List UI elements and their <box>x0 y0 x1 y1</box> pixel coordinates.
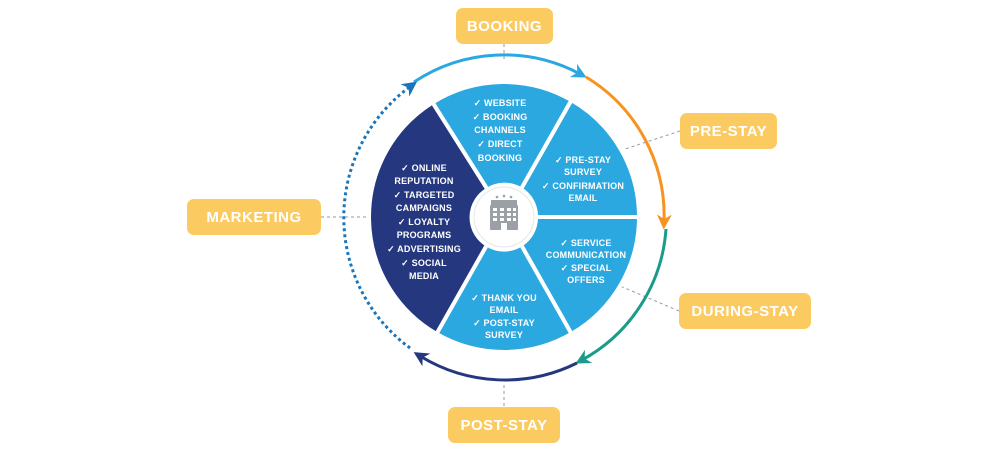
marketing-item-7: ✓ ADVERTISING <box>387 244 461 254</box>
during-item-1: ✓ SERVICE <box>560 238 611 248</box>
marketing-item-1: ✓ ONLINE <box>401 163 447 173</box>
segment-booking <box>429 80 575 193</box>
post-item-1: ✓ THANK YOU <box>471 293 537 303</box>
arrow-during <box>575 228 668 364</box>
segment-prestay <box>518 97 642 219</box>
booking-item-2: ✓ BOOKING <box>473 112 528 122</box>
prestay-item-4: EMAIL <box>569 193 598 203</box>
marketing-item-4: CAMPAIGNS <box>396 203 452 213</box>
booking-item-1: ✓ WEBSITE <box>474 98 527 108</box>
marketing-items: ✓ ONLINE REPUTATION ✓ TARGETED CAMPAIGNS… <box>387 163 461 281</box>
segment-during <box>518 215 642 337</box>
leader-during <box>619 285 680 312</box>
booking-item-4: ✓ DIRECT <box>477 139 522 149</box>
during-item-3: ✓ SPECIAL <box>561 263 612 273</box>
arrow-prestay <box>585 75 672 230</box>
prestay-item-1: ✓ PRE-STAY <box>555 155 611 165</box>
post-item-3: ✓ POST-STAY <box>473 318 535 328</box>
segment-post <box>433 241 575 354</box>
arrow-booking <box>413 53 587 84</box>
segment-marketing <box>367 99 491 337</box>
during-item-2: COMMUNICATION <box>546 250 626 260</box>
stage-label-prestay: PRE-STAY <box>680 113 777 149</box>
arrow-marketing <box>342 81 418 350</box>
during-items: ✓ SERVICE COMMUNICATION ✓ SPECIAL OFFERS <box>546 238 626 285</box>
post-items: ✓ THANK YOU EMAIL ✓ POST-STAY SURVEY <box>471 293 537 340</box>
stage-label-marketing: MARKETING <box>187 199 321 235</box>
stage-label-post-stay: POST-STAY <box>448 407 560 443</box>
marketing-item-3: ✓ TARGETED <box>394 190 455 200</box>
marketing-item-8: ✓ SOCIAL <box>401 258 447 268</box>
booking-item-3: CHANNELS <box>474 125 526 135</box>
prestay-item-3: ✓ CONFIRMATION <box>542 181 624 191</box>
marketing-item-5: ✓ LOYALTY <box>398 217 450 227</box>
booking-item-5: BOOKING <box>478 153 522 163</box>
hotel-building-icon <box>490 194 518 230</box>
marketing-item-9: MEDIA <box>409 271 439 281</box>
stage-label-during-stay: DURING-STAY <box>679 293 811 329</box>
leader-lines <box>321 44 681 407</box>
leader-prestay <box>621 130 681 151</box>
prestay-items: ✓ PRE-STAY SURVEY ✓ CONFIRMATION EMAIL <box>542 155 624 203</box>
stage-label-booking: BOOKING <box>456 8 553 44</box>
booking-items: ✓ WEBSITE ✓ BOOKING CHANNELS ✓ DIRECT BO… <box>473 98 528 163</box>
marketing-item-6: PROGRAMS <box>397 230 452 240</box>
marketing-item-2: REPUTATION <box>394 176 453 186</box>
post-item-4: SURVEY <box>485 330 523 340</box>
during-item-4: OFFERS <box>567 275 605 285</box>
post-item-2: EMAIL <box>490 305 519 315</box>
prestay-item-2: SURVEY <box>564 167 602 177</box>
arrow-post <box>413 352 578 382</box>
